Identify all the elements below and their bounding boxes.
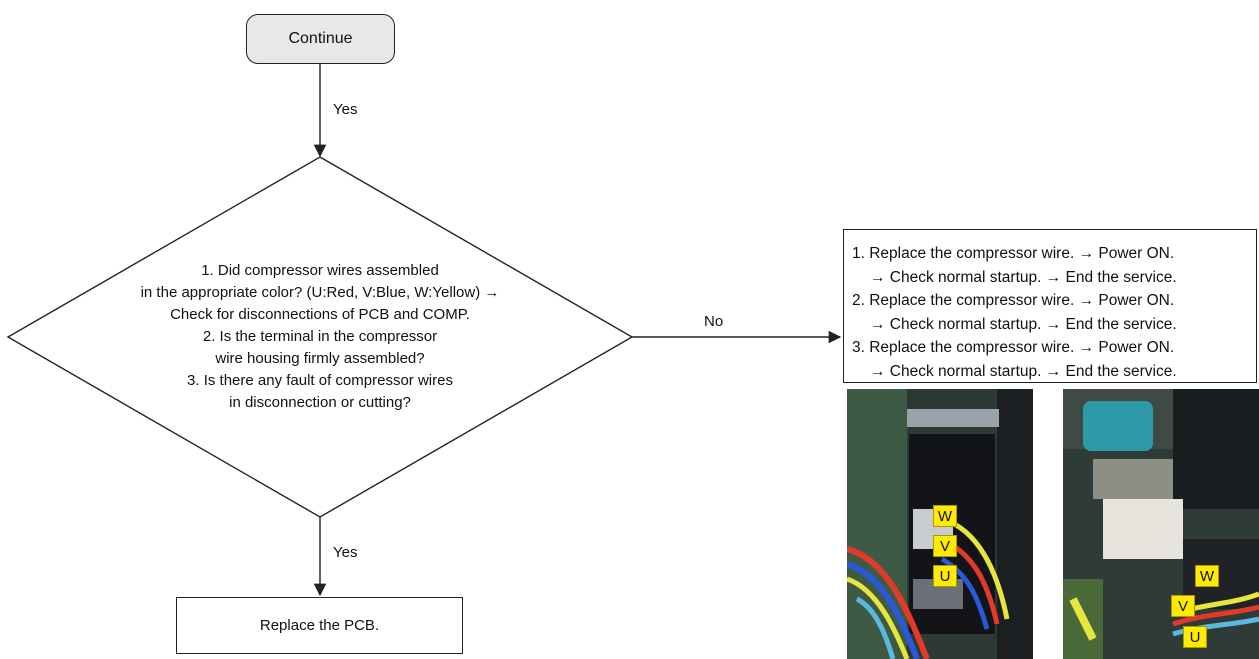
decision-line: in the appropriate color? (U:Red, V:Blue… <box>140 284 500 301</box>
edge-label-no: No <box>704 313 724 330</box>
photo-illustration <box>847 389 1033 659</box>
decision-text: 1. Did compressor wires assembled in the… <box>110 260 530 414</box>
wire-tag-w: W <box>933 505 957 527</box>
action-step: 3. Replace the compressor wire. → Power … <box>852 339 1175 356</box>
start-label: Continue <box>288 30 353 47</box>
action-box-replace-wire: 1. Replace the compressor wire. → Power … <box>843 229 1257 383</box>
end-label: Replace the PCB. <box>259 617 380 634</box>
wire-tag-u: U <box>1183 626 1207 648</box>
photo-illustration <box>1063 389 1259 659</box>
wire-tag-v: V <box>1171 595 1195 617</box>
start-terminator: Continue <box>246 14 395 64</box>
photo-wire-connector-right: W V U <box>1063 389 1259 659</box>
action-substep: → Check normal startup. → End the servic… <box>870 268 1177 286</box>
photo-wire-connector-left: W V U <box>847 389 1033 659</box>
action-substep: → Check normal startup. → End the servic… <box>870 315 1177 333</box>
decision-line: in disconnection or cutting? <box>229 394 411 411</box>
action-step: 1. Replace the compressor wire. → Power … <box>852 245 1175 262</box>
action-step: 2. Replace the compressor wire. → Power … <box>852 292 1175 309</box>
wire-tag-w: W <box>1195 565 1219 587</box>
wire-tag-v: V <box>933 535 957 557</box>
decision-line: 1. Did compressor wires assembled <box>201 262 439 279</box>
decision-line: wire housing firmly assembled? <box>215 350 425 367</box>
action-substep: → Check normal startup. → End the servic… <box>870 362 1177 380</box>
edge-label-yes-top: Yes <box>333 101 358 118</box>
decision-line: Check for disconnections of PCB and COMP… <box>170 306 470 323</box>
end-process-box: Replace the PCB. <box>176 597 463 654</box>
wire-tag-u: U <box>933 565 957 587</box>
edge-label-yes-bottom: Yes <box>333 544 358 561</box>
decision-line: 2. Is the terminal in the compressor <box>202 328 438 345</box>
decision-line: 3. Is there any fault of compressor wire… <box>187 372 453 389</box>
